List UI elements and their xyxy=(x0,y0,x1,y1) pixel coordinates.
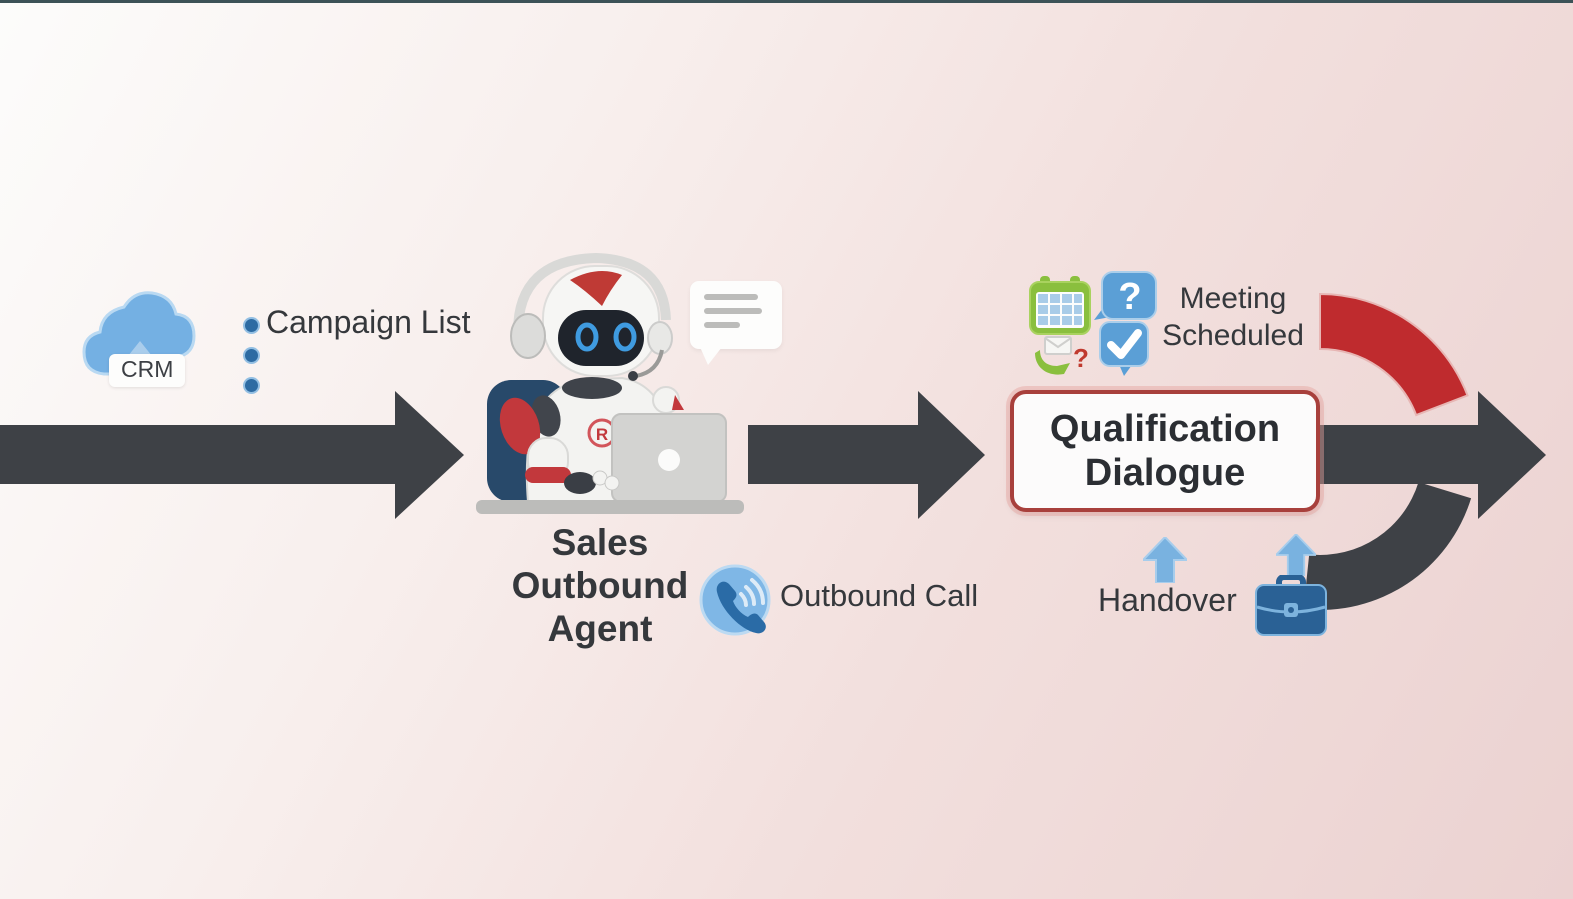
bullet-dot xyxy=(243,377,260,394)
chat-bubble-icon xyxy=(690,281,782,365)
flow-arrow-3 xyxy=(1320,391,1546,519)
check-bubble-icon xyxy=(1099,321,1149,376)
robot-hand xyxy=(564,472,596,494)
handover-label: Handover xyxy=(1098,582,1237,618)
robot-head-stripe xyxy=(570,271,622,306)
outbound-call-label: Outbound Call xyxy=(780,578,979,613)
qualification-dialogue-label: Qualification Dialogue xyxy=(1049,408,1281,494)
chat-line xyxy=(704,294,758,300)
briefcase-up-arrow-icon xyxy=(1276,534,1316,576)
bullet-dot xyxy=(243,347,260,364)
crm-label: CRM xyxy=(109,354,186,387)
robot-agent-icon: R xyxy=(476,252,744,514)
chat-line xyxy=(704,308,762,314)
robot-ear-cup xyxy=(647,321,673,355)
robot-mic xyxy=(628,371,638,381)
robot-logo-glyph: R xyxy=(596,425,608,444)
desk xyxy=(476,500,744,514)
bullet-dot xyxy=(243,317,260,334)
robot-headband xyxy=(513,252,671,333)
flow-arrow-2 xyxy=(748,391,985,519)
cycle-arc-top-red-icon xyxy=(1319,292,1469,417)
mail-hand-icon: ? xyxy=(1035,336,1089,375)
chat-line xyxy=(704,322,740,328)
robot-knuckle xyxy=(604,475,620,491)
flow-arrow-1 xyxy=(0,391,464,519)
campaign-bullets xyxy=(243,317,260,407)
qualification-dialogue-box: Qualification Dialogue xyxy=(1010,390,1320,512)
cycle-arc-bottom-dark-icon xyxy=(1303,482,1472,610)
sales-agent-label: Sales Outbound Agent xyxy=(511,522,689,649)
mini-question-glyph: ? xyxy=(1073,343,1089,373)
phone-call-icon xyxy=(699,564,771,636)
robot-eye xyxy=(613,322,637,352)
robot-pen xyxy=(672,395,684,410)
laptop-logo xyxy=(658,449,680,471)
question-bubble-icon: ? xyxy=(1094,271,1157,320)
meeting-scheduled-label: Meeting Scheduled xyxy=(1162,282,1304,352)
campaign-list-label: Campaign List xyxy=(266,304,471,340)
briefcase-icon xyxy=(1255,575,1327,636)
robot-eye xyxy=(575,322,599,352)
question-glyph: ? xyxy=(1118,276,1141,318)
calendar-icon xyxy=(1029,276,1091,335)
robot-collar xyxy=(562,377,622,399)
robot-ear-cup xyxy=(510,313,546,359)
top-border-line xyxy=(0,0,1573,3)
robot-shoulder-pad xyxy=(499,397,541,455)
robot-wrist-band xyxy=(525,467,571,483)
robot-mic-boom xyxy=(635,349,664,378)
robot-face xyxy=(558,310,644,366)
handover-up-arrow-icon xyxy=(1143,537,1187,583)
